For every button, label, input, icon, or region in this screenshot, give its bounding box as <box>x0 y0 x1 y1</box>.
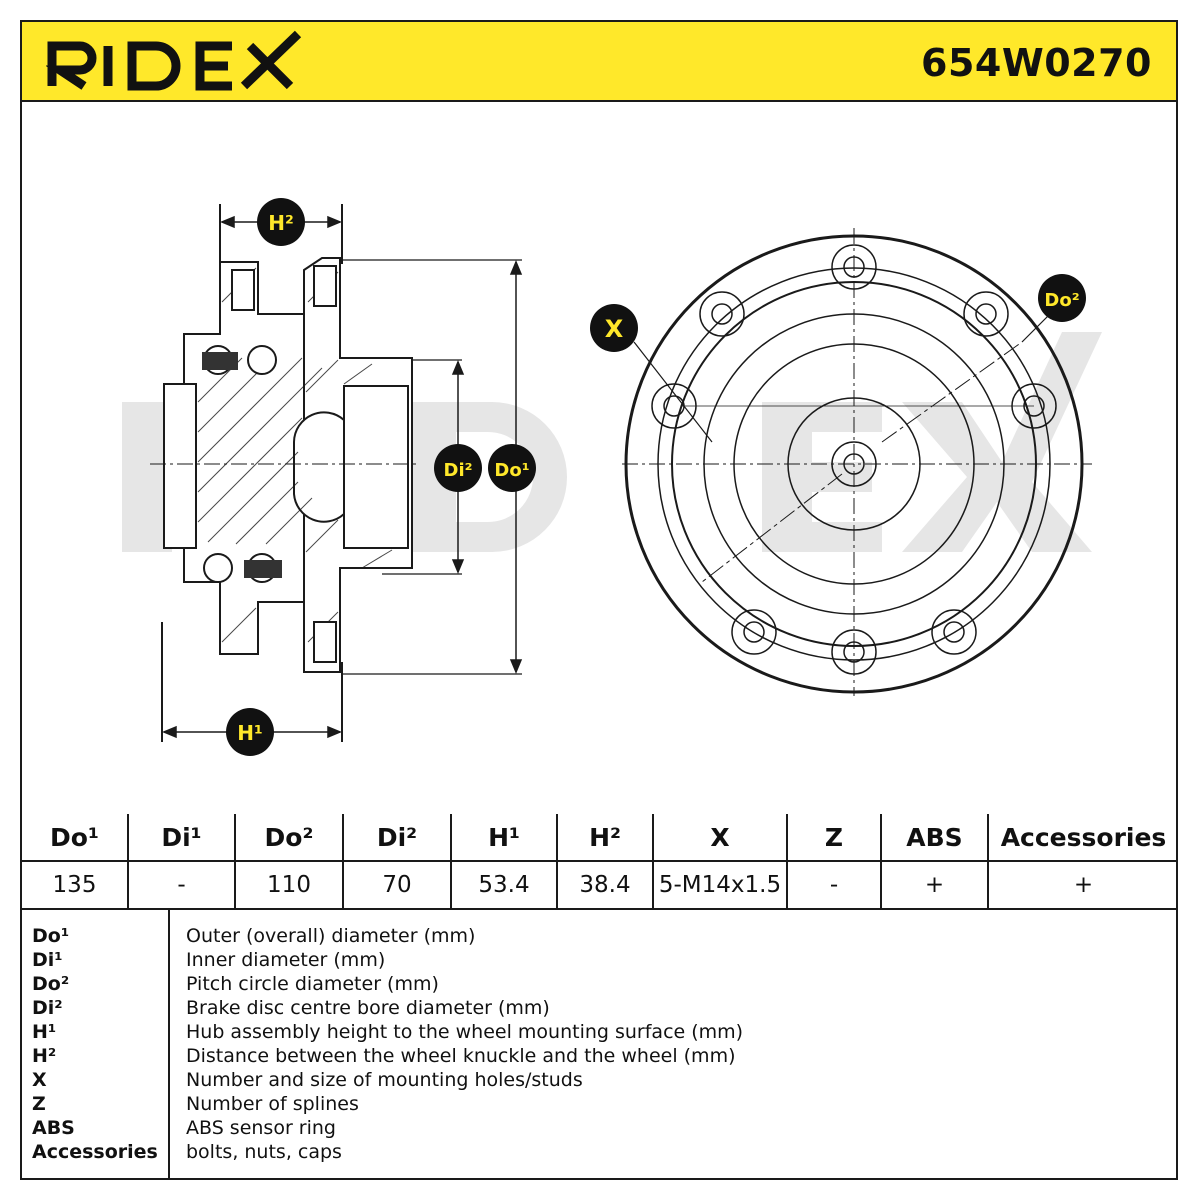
value-z: - <box>786 860 882 910</box>
legend-desc: Hub assembly height to the wheel mountin… <box>186 1021 744 1043</box>
legend-desc: Number of splines <box>186 1093 359 1115</box>
label-do2-badge: Do² <box>1038 274 1086 322</box>
legend-row: Di² Brake disc centre bore diameter (mm) <box>22 996 1178 1020</box>
legend-key: Do² <box>32 973 70 995</box>
svg-text:X: X <box>605 315 624 343</box>
product-sheet: 654W0270 <box>20 20 1178 1180</box>
hub-front-view <box>622 228 1092 696</box>
header-z: Z <box>786 814 882 862</box>
value-abs: + <box>880 860 989 910</box>
svg-text:Do¹: Do¹ <box>494 460 529 481</box>
value-h1: 53.4 <box>450 860 558 910</box>
legend-desc: bolts, nuts, caps <box>186 1141 342 1163</box>
value-do2: 110 <box>234 860 344 910</box>
header-abs: ABS <box>880 814 989 862</box>
spec-value-row: 135 - 110 70 53.4 38.4 5-M14x1.5 - + + <box>22 860 1178 910</box>
header-accessories: Accessories <box>987 814 1178 862</box>
legend-key: Di² <box>32 997 63 1019</box>
legend-key: X <box>32 1069 47 1091</box>
legend-key: Z <box>32 1093 46 1115</box>
label-do1-badge: Do¹ <box>488 444 536 492</box>
svg-text:H¹: H¹ <box>237 721 263 745</box>
legend-key: H¹ <box>32 1021 57 1043</box>
legend-row: ABS ABS sensor ring <box>22 1116 1178 1140</box>
header-h1: H¹ <box>450 814 558 862</box>
hub-side-section <box>150 204 522 742</box>
legend-row: Accessories bolts, nuts, caps <box>22 1140 1178 1164</box>
header-di1: Di¹ <box>127 814 236 862</box>
legend-key: H² <box>32 1045 57 1067</box>
legend-row: Di¹ Inner diameter (mm) <box>22 948 1178 972</box>
legend-desc: ABS sensor ring <box>186 1117 336 1139</box>
header-bar: 654W0270 <box>22 22 1176 102</box>
legend-row: H¹ Hub assembly height to the wheel moun… <box>22 1020 1178 1044</box>
legend-desc: Outer (overall) diameter (mm) <box>186 925 476 947</box>
label-di2-badge: Di² <box>434 444 482 492</box>
legend-key: Di¹ <box>32 949 63 971</box>
svg-text:Di²: Di² <box>444 460 473 481</box>
header-do2: Do² <box>234 814 344 862</box>
label-h1-badge: H¹ <box>226 708 274 756</box>
value-di2: 70 <box>342 860 452 910</box>
part-number: 654W0270 <box>921 41 1152 85</box>
legend-desc: Pitch circle diameter (mm) <box>186 973 439 995</box>
value-h2: 38.4 <box>556 860 654 910</box>
header-do1: Do¹ <box>22 814 129 862</box>
header-x: X <box>652 814 788 862</box>
legend-desc: Inner diameter (mm) <box>186 949 386 971</box>
legend-desc: Brake disc centre bore diameter (mm) <box>186 997 550 1019</box>
legend-row: Do² Pitch circle diameter (mm) <box>22 972 1178 996</box>
legend-row: Do¹ Outer (overall) diameter (mm) <box>22 924 1178 948</box>
value-di1: - <box>127 860 236 910</box>
svg-text:Do²: Do² <box>1044 290 1079 311</box>
header-di2: Di² <box>342 814 452 862</box>
legend-key: ABS <box>32 1117 75 1139</box>
label-h2-badge: H² <box>257 198 305 246</box>
label-x-badge: X <box>590 304 638 352</box>
legend-row: H² Distance between the wheel knuckle an… <box>22 1044 1178 1068</box>
legend-desc: Number and size of mounting holes/studs <box>186 1069 583 1091</box>
legend-divider <box>168 910 170 1180</box>
legend-key: Do¹ <box>32 925 70 947</box>
spec-table: Do¹ Di¹ Do² Di² H¹ H² X Z ABS Accessorie… <box>22 814 1178 910</box>
legend-desc: Distance between the wheel knuckle and t… <box>186 1045 736 1067</box>
technical-drawing: H² H¹ Di² Do¹ X Do² <box>122 198 1102 756</box>
value-accessories: + <box>987 860 1178 910</box>
legend-row: Z Number of splines <box>22 1092 1178 1116</box>
svg-text:H²: H² <box>268 211 294 235</box>
value-do1: 135 <box>22 860 129 910</box>
value-x: 5-M14x1.5 <box>652 860 788 910</box>
legend-row: X Number and size of mounting holes/stud… <box>22 1068 1178 1092</box>
spec-header-row: Do¹ Di¹ Do² Di² H¹ H² X Z ABS Accessorie… <box>22 814 1178 862</box>
ridex-logo <box>46 30 302 91</box>
legend-key: Accessories <box>32 1141 158 1163</box>
legend: Do¹ Outer (overall) diameter (mm) Di¹ In… <box>22 910 1178 1180</box>
header-h2: H² <box>556 814 654 862</box>
